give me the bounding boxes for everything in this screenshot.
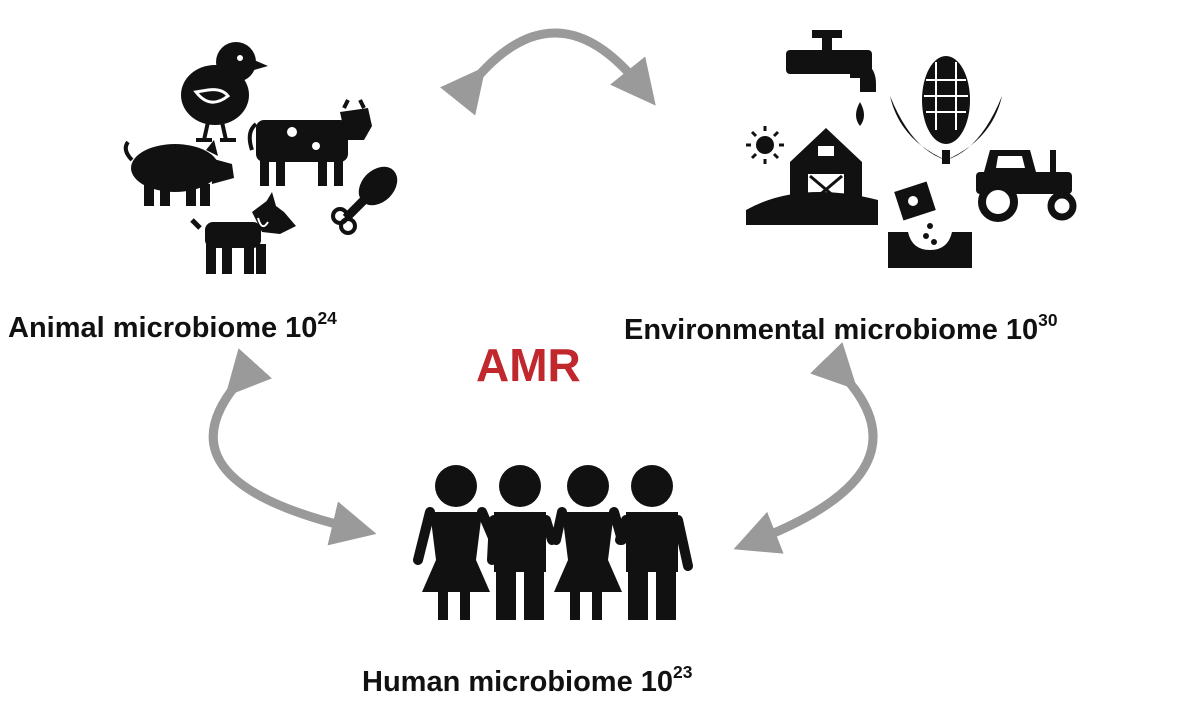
amr-center-label: AMR bbox=[476, 339, 581, 391]
environmental-label-exponent: 30 bbox=[1038, 310, 1058, 330]
human-microbiome-label: Human microbiome 1023 bbox=[362, 663, 692, 699]
arrow-animal-human bbox=[208, 348, 377, 546]
human-label-exponent: 23 bbox=[673, 662, 693, 682]
dog-icon bbox=[190, 192, 296, 274]
sun-icon bbox=[746, 126, 784, 164]
barn-icon bbox=[746, 128, 878, 225]
chick-icon bbox=[181, 42, 268, 142]
faucet-icon bbox=[786, 30, 876, 92]
animal-label-exponent: 24 bbox=[317, 308, 337, 328]
animal-label-text: Animal microbiome 10 bbox=[8, 312, 318, 344]
environmental-label-text: Environmental microbiome 10 bbox=[624, 314, 1039, 346]
tractor-icon bbox=[976, 150, 1077, 222]
human-label-text: Human microbiome 10 bbox=[362, 666, 674, 698]
environment-icon-cluster bbox=[746, 30, 1077, 268]
cycle-arrows bbox=[208, 28, 878, 554]
water-drop-icon bbox=[856, 102, 864, 126]
arrow-environment-human bbox=[733, 342, 878, 554]
people-group-icon bbox=[413, 465, 693, 620]
animal-icon-cluster bbox=[123, 42, 398, 274]
environmental-microbiome-label: Environmental microbiome 1030 bbox=[624, 311, 1058, 347]
seed-packet-icon bbox=[888, 181, 972, 268]
animal-microbiome-label: Animal microbiome 1024 bbox=[8, 309, 337, 345]
arrow-animal-environment bbox=[440, 28, 656, 116]
cow-icon bbox=[247, 99, 372, 186]
corn-icon bbox=[890, 56, 1002, 164]
pig-icon bbox=[123, 140, 234, 206]
drumstick-icon bbox=[331, 166, 398, 235]
